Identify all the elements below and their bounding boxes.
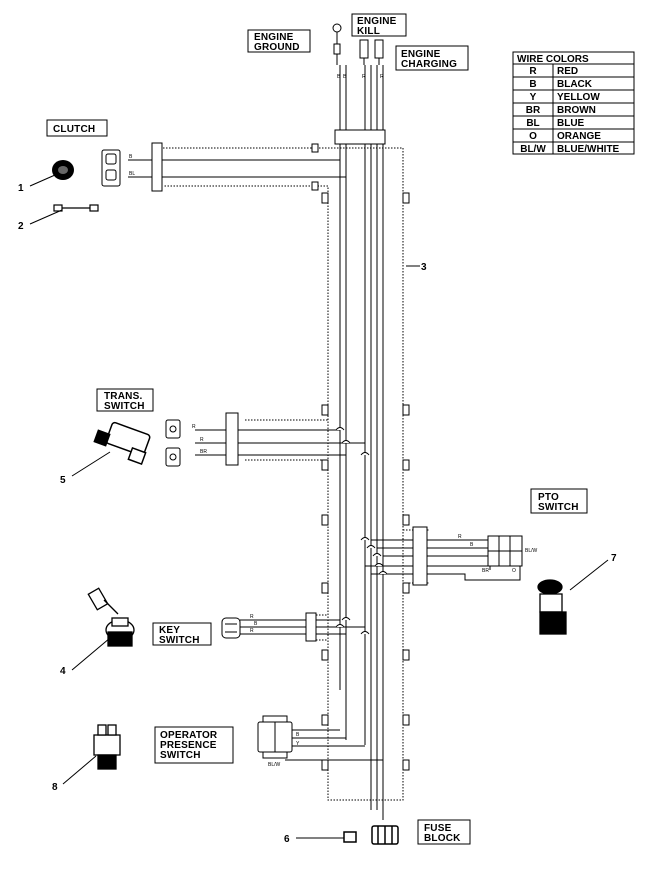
engine-kill-label-2: KILL xyxy=(357,26,380,37)
wire-tag: R xyxy=(380,74,384,80)
legend-color-name: BROWN xyxy=(557,105,596,116)
wire-tag: B xyxy=(296,732,300,738)
engine-ground-label-1: ENGINE xyxy=(254,32,294,43)
wire-tag: BR xyxy=(200,449,207,455)
clutch-label: CLUTCH xyxy=(53,124,95,135)
legend-code: BL/W xyxy=(520,144,546,155)
wire-tag: B xyxy=(470,542,474,548)
operator-label-3: SWITCH xyxy=(160,750,201,761)
wire-tag: B xyxy=(343,74,347,80)
clutch-wire-icon xyxy=(53,204,99,212)
clutch-coil-icon xyxy=(52,160,74,180)
callout-3: 3 xyxy=(421,262,427,273)
callout-8: 8 xyxy=(52,782,58,793)
engine-charging-label-1: ENGINE xyxy=(401,49,441,60)
callout-4: 4 xyxy=(60,666,66,677)
wire-tag: BL xyxy=(129,171,135,177)
engine-kill-label-1: ENGINE xyxy=(357,16,397,27)
wire-tag: R xyxy=(362,74,366,80)
engine-terminals xyxy=(332,23,384,65)
clutch-terminals xyxy=(101,149,121,187)
key-switch-label-1: KEY xyxy=(159,625,180,636)
operator-switch-icon xyxy=(93,724,121,770)
wire-tag: R xyxy=(250,614,254,620)
pto-switch-label-1: PTO xyxy=(538,492,559,503)
wire-crossovers xyxy=(335,427,388,635)
component-labels xyxy=(46,13,588,845)
wire-tag: B xyxy=(337,74,341,80)
engine-ground-label-2: GROUND xyxy=(254,42,300,53)
legend-code: R xyxy=(529,66,537,77)
wire-tag: R xyxy=(200,437,204,443)
wire-tag: Y xyxy=(296,741,300,747)
key-plug-shell xyxy=(221,617,241,639)
wire-tag: O xyxy=(512,568,516,574)
legend-color-name: YELLOW xyxy=(557,92,600,103)
key-switch-icon xyxy=(87,587,135,647)
trans-switch-icon xyxy=(93,421,151,465)
legend-code: BR xyxy=(526,105,541,116)
legend-title: WIRE COLORS xyxy=(517,54,589,65)
key-switch-label-2: SWITCH xyxy=(159,635,200,646)
callout-6: 6 xyxy=(284,834,290,845)
pto-switch-icon xyxy=(537,579,567,635)
wire-tags: B B R R B BL R R BR R B R R B BL/W BR O … xyxy=(129,74,538,768)
trans-switch-label-2: SWITCH xyxy=(104,401,145,412)
harness-clips xyxy=(311,143,410,771)
trans-plug xyxy=(225,412,239,466)
operator-label-2: PRESENCE xyxy=(160,740,217,751)
clutch-plug xyxy=(151,142,163,192)
fuse-block-label-2: BLOCK xyxy=(424,833,461,844)
callout-numbers: 1 2 3 5 4 8 7 6 xyxy=(18,183,617,845)
wire-tag: R xyxy=(458,534,462,540)
callout-1: 1 xyxy=(18,183,24,194)
engine-charging-label-2: CHARGING xyxy=(401,59,457,70)
harness-outline xyxy=(163,147,430,801)
component-label-text: ENGINE GROUND ENGINE KILL ENGINE CHARGIN… xyxy=(53,16,579,844)
legend-code: BL xyxy=(526,118,539,129)
harness-connectors xyxy=(151,129,428,642)
legend-code: Y xyxy=(530,92,537,103)
pto-switch-label-2: SWITCH xyxy=(538,502,579,513)
top-plug xyxy=(334,129,386,145)
trans-switch-label-1: TRANS. xyxy=(104,391,142,402)
wire-tag: BL/W xyxy=(268,762,281,768)
legend-code: O xyxy=(529,131,537,142)
leader-lines xyxy=(29,174,609,839)
wire-tag: B xyxy=(254,621,258,627)
legend-color-name: BLUE xyxy=(557,118,585,129)
fuse-block-label-1: FUSE xyxy=(424,823,452,834)
legend-color-name: ORANGE xyxy=(557,131,601,142)
legend-code: B xyxy=(529,79,536,90)
legend-color-name: BLUE/WHITE xyxy=(557,144,620,155)
legend-color-name: BLACK xyxy=(557,79,593,90)
wire-tag: B xyxy=(129,154,133,160)
callout-5: 5 xyxy=(60,475,66,486)
trans-terminals xyxy=(165,419,181,467)
legend-color-name: RED xyxy=(557,66,578,77)
wire-tag: BL/W xyxy=(525,548,538,554)
fuse-block xyxy=(343,825,399,845)
callout-7: 7 xyxy=(611,553,617,564)
key-plug xyxy=(305,612,317,642)
pto-plug xyxy=(412,526,428,586)
operator-connector xyxy=(257,715,293,759)
wire-tag: R xyxy=(250,628,254,634)
pto-connector-block xyxy=(487,535,523,567)
callout-2: 2 xyxy=(18,221,24,232)
operator-label-1: OPERATOR xyxy=(160,730,218,741)
wire-tag: R xyxy=(192,424,196,430)
wire-tag: BR xyxy=(482,568,489,574)
wire-color-legend: WIRE COLORS R RED B BLACK Y YELLOW BR BROWN BL BL… xyxy=(512,51,635,155)
